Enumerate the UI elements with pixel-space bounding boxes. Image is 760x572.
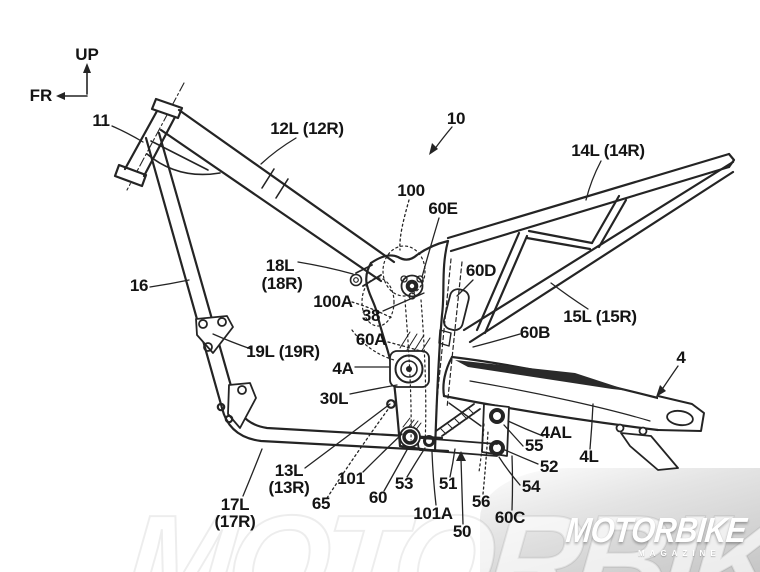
motorbike-logo: MOTORBIKE bbox=[564, 511, 748, 550]
logo-gradient-background bbox=[480, 468, 760, 572]
lower-hardware bbox=[386, 399, 510, 457]
swingarm bbox=[442, 355, 705, 471]
fr-direction-label: FR bbox=[29, 86, 53, 105]
central-pivot-plate bbox=[349, 239, 470, 453]
swingarm-pivot-bolt bbox=[389, 350, 430, 388]
magazine-logo-subtitle: MAGAZINE bbox=[638, 549, 721, 558]
hidden-detail-lines bbox=[351, 245, 485, 473]
leader-lines bbox=[111, 125, 679, 525]
up-direction-label: UP bbox=[75, 45, 99, 64]
rear-truss-section bbox=[446, 152, 736, 344]
upper-mount-bolt bbox=[400, 274, 424, 300]
orientation-arrows bbox=[56, 63, 91, 100]
front-frame-section bbox=[113, 82, 450, 453]
